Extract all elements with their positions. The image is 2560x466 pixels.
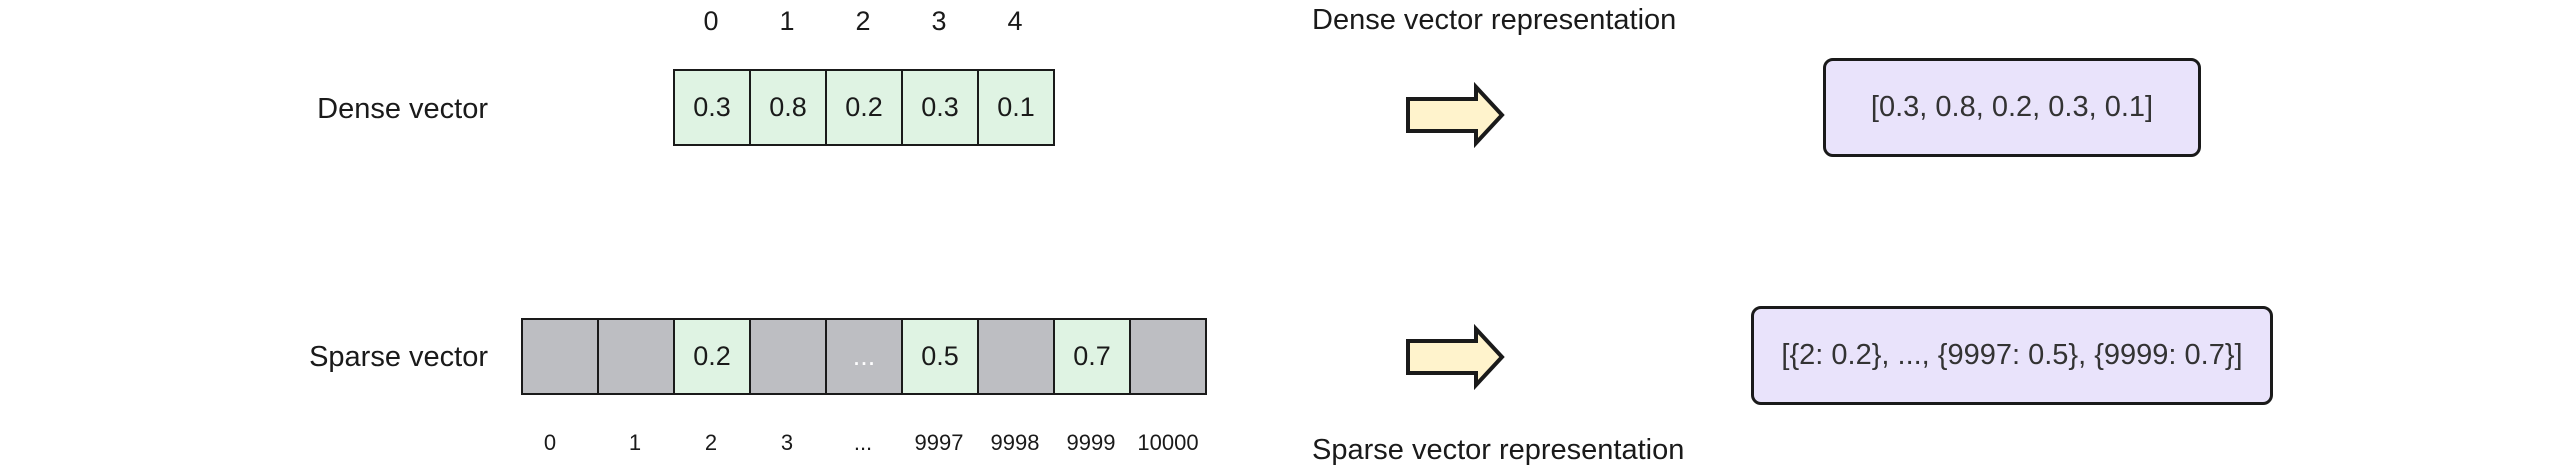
dense-representation-box: [0.3, 0.8, 0.2, 0.3, 0.1] bbox=[1823, 58, 2201, 157]
dense-cell: 0.1 bbox=[977, 69, 1055, 146]
dense-index: 3 bbox=[931, 6, 947, 36]
dense-index: 1 bbox=[779, 6, 795, 36]
sparse-cell: 0.5 bbox=[901, 318, 979, 395]
dense-index: 0 bbox=[703, 6, 719, 36]
dense-index: 4 bbox=[1007, 6, 1023, 36]
dense-cell: 0.8 bbox=[749, 69, 827, 146]
sparse-index: 0 bbox=[543, 430, 557, 455]
dense-cell: 0.2 bbox=[825, 69, 903, 146]
sparse-cell bbox=[749, 318, 827, 395]
sparse-index: 9998 bbox=[990, 430, 1040, 455]
dense-vector-label: Dense vector bbox=[317, 93, 488, 125]
sparse-representation-box: [{2: 0.2}, ..., {9997: 0.5}, {9999: 0.7}… bbox=[1751, 306, 2273, 405]
sparse-index: 10000 bbox=[1137, 430, 1199, 455]
sparse-index: 9999 bbox=[1066, 430, 1116, 455]
sparse-index: ... bbox=[853, 430, 873, 455]
sparse-index: 1 bbox=[628, 430, 642, 455]
sparse-arrow-icon bbox=[1406, 323, 1505, 391]
sparse-index: 9997 bbox=[914, 430, 964, 455]
dense-index: 2 bbox=[855, 6, 871, 36]
sparse-representation-caption: Sparse vector representation bbox=[1312, 434, 1685, 466]
sparse-cell: 0.7 bbox=[1053, 318, 1131, 395]
sparse-cell bbox=[1129, 318, 1207, 395]
dense-arrow-icon bbox=[1406, 81, 1505, 149]
dense-representation-caption: Dense vector representation bbox=[1312, 4, 1677, 36]
sparse-cell: 0.2 bbox=[673, 318, 751, 395]
dense-cell: 0.3 bbox=[901, 69, 979, 146]
sparse-cell: ... bbox=[825, 318, 903, 395]
sparse-index: 3 bbox=[780, 430, 794, 455]
sparse-index: 2 bbox=[704, 430, 718, 455]
sparse-vector-label: Sparse vector bbox=[309, 341, 488, 373]
dense-cell: 0.3 bbox=[673, 69, 751, 146]
sparse-cell bbox=[977, 318, 1055, 395]
sparse-cell bbox=[521, 318, 599, 395]
sparse-cell bbox=[597, 318, 675, 395]
